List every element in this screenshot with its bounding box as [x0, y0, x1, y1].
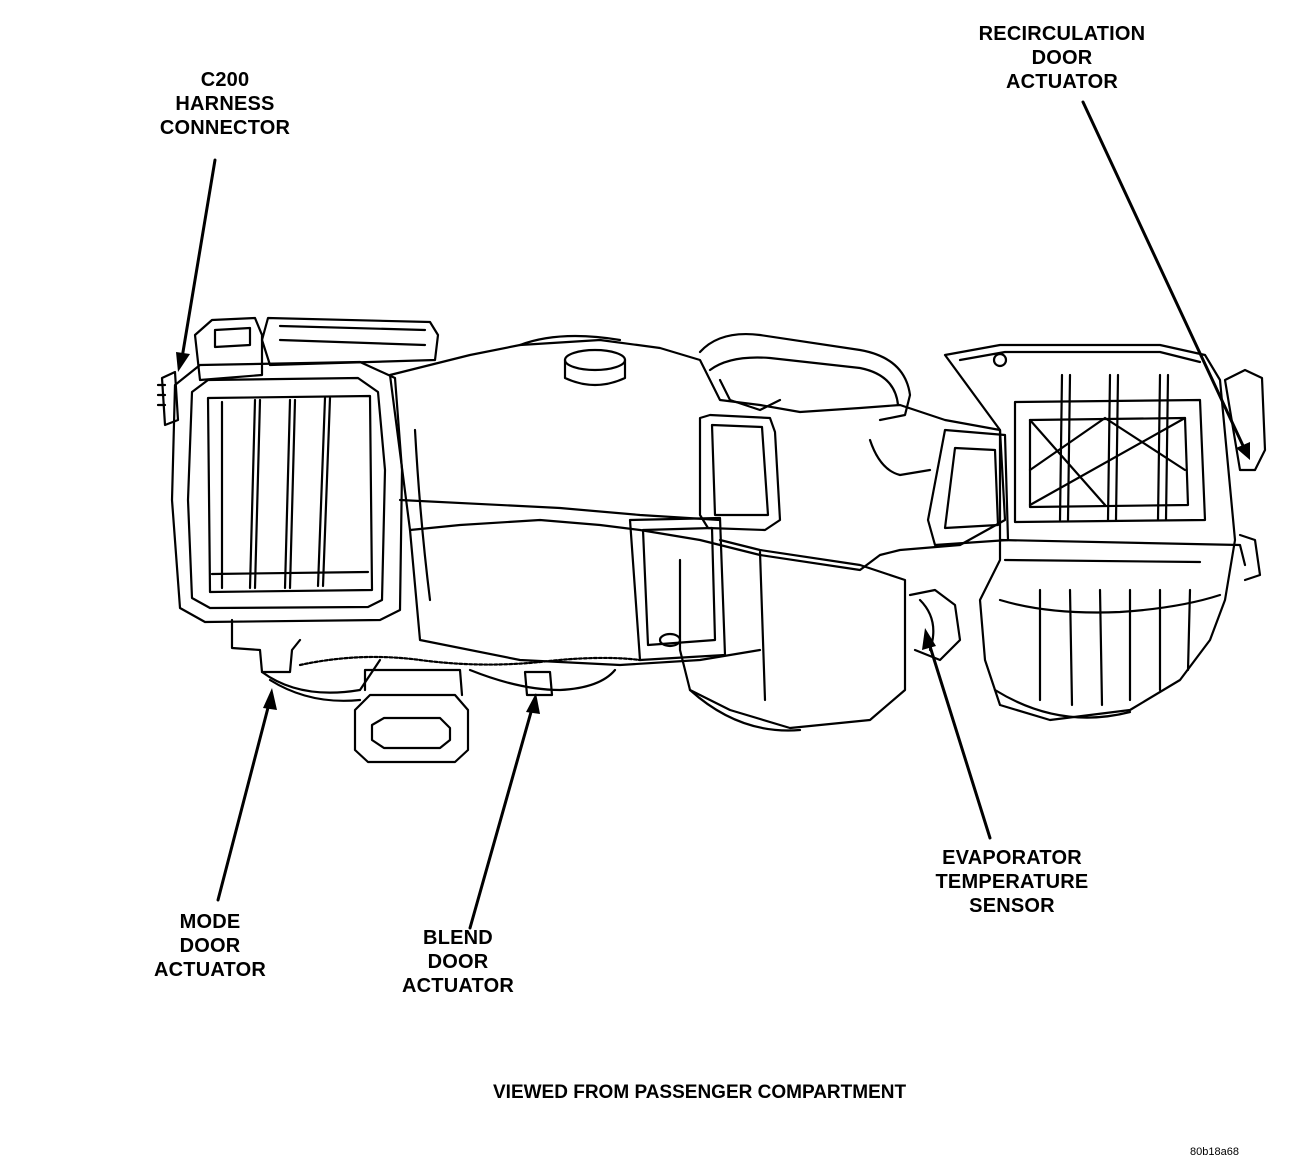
- right-center-duct: [926, 428, 1010, 547]
- arrow-heads: [176, 352, 1250, 714]
- c200-harness-connector-label: C200 HARNESS CONNECTOR: [159, 69, 291, 139]
- c200-arrowhead: [176, 352, 190, 372]
- evap-arrowhead: [922, 628, 936, 650]
- blend-door-actuator-body: [298, 655, 642, 697]
- upper-outlet: [260, 316, 440, 367]
- small-spout: [193, 316, 264, 382]
- c200-leader-line: [180, 158, 217, 360]
- filler-cap: [563, 348, 627, 387]
- blend-arrowhead: [526, 693, 540, 714]
- mode-leader-line: [216, 698, 272, 902]
- blower-housing: [943, 343, 1247, 722]
- c200-connector-body: [156, 370, 180, 427]
- recirculation-door-actuator-label: RECIRCULATION DOOR ACTUATOR: [978, 23, 1146, 93]
- evaporator-case: [678, 538, 907, 732]
- mode-arrowhead: [263, 688, 277, 710]
- floor-outlet: [353, 668, 470, 764]
- evaporator-temperature-sensor-label: EVAPORATOR TEMPERATURE SENSOR: [935, 847, 1089, 917]
- hvac-housing-body: [388, 334, 1007, 667]
- recirc-arrowhead: [1236, 442, 1250, 460]
- blend-leader-line: [468, 703, 535, 930]
- left-duct-outlet: [170, 360, 404, 624]
- figure-id: 80b18a68: [1190, 1146, 1239, 1158]
- mode-door-actuator-label: MODE DOOR ACTUATOR: [154, 911, 266, 981]
- mode-door-actuator-body: [230, 618, 382, 702]
- recirc-leader-line: [1081, 100, 1247, 452]
- evap-sensor-body: [908, 588, 962, 662]
- recirc-actuator-body: [1223, 368, 1267, 582]
- blower-cover: [698, 333, 932, 477]
- center-duct: [628, 413, 782, 662]
- blend-door-actuator-label: BLEND DOOR ACTUATOR: [402, 927, 514, 997]
- evap-leader-line: [926, 638, 992, 840]
- figure-caption: VIEWED FROM PASSENGER COMPARTMENT: [493, 1082, 907, 1103]
- leader-lines: [180, 100, 1247, 930]
